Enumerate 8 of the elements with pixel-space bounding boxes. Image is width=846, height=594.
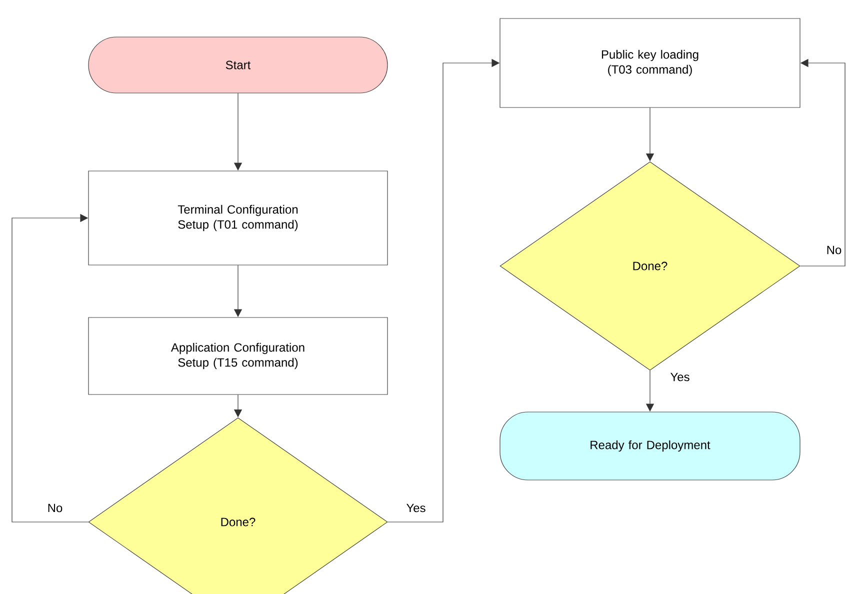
edge-label: Yes (405, 502, 427, 514)
process-box: Application Configuration Setup (T15 command) (88, 317, 388, 395)
process-box: Public key loading (T03 command) (500, 18, 800, 108)
edge-label: Yes (669, 372, 691, 382)
arrow (12, 214, 88, 522)
edge-label: No (825, 244, 843, 256)
process-box: Terminal Configuration Setup (T01 command) (88, 170, 388, 266)
edge-label: No (46, 502, 64, 514)
